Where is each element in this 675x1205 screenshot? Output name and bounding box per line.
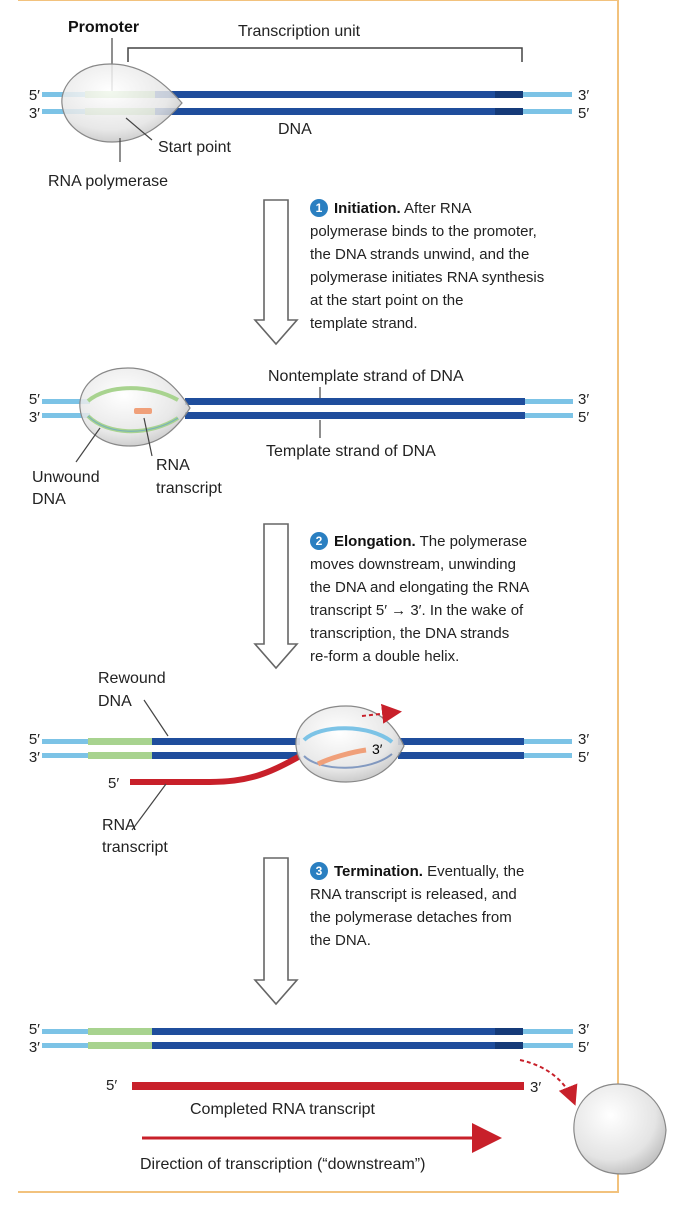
rna-polymerase-1 xyxy=(61,63,183,143)
dna-duplex-3 xyxy=(42,738,572,759)
rna-3-end-3: 3′ xyxy=(372,741,383,757)
end-5-top-left: 5′ xyxy=(29,731,40,748)
end-3-top-right: 3′ xyxy=(578,1021,589,1038)
promoter-label: Promoter xyxy=(68,19,139,36)
rewound-label-1: Rewound xyxy=(98,670,166,687)
rna-polymerase-3 xyxy=(295,705,405,783)
panel-border xyxy=(18,0,619,1193)
stage-1: Promoter Transcription unit 5′ 3′ 3′ 5′ … xyxy=(29,19,589,190)
stage-3: Rewound DNA 5′ 3′ 3′ 5′ 5′ 3′ RNA trans xyxy=(29,670,589,856)
stage-4: 5′ 3′ 3′ 5′ 5′ 3′ Completed RNA transcri… xyxy=(29,1021,667,1175)
stage-2: Nontemplate strand of DNA 5′ 3′ 3′ 5′ Te… xyxy=(29,367,589,508)
transcription-unit-label: Transcription unit xyxy=(238,23,361,40)
dna-duplex-4 xyxy=(42,1028,573,1049)
dna-label: DNA xyxy=(278,121,312,138)
step-text-line: the polymerase detaches from xyxy=(310,909,512,926)
rna-label-3a: RNA xyxy=(102,817,136,834)
step-number-badge: 1 xyxy=(310,199,328,217)
rna-3-end-4: 3′ xyxy=(530,1079,541,1096)
end-5-bottom-right: 5′ xyxy=(578,105,589,122)
step-arrow-3 xyxy=(253,857,299,1006)
completed-rna-label: Completed RNA transcript xyxy=(190,1101,376,1118)
rna-leader-3 xyxy=(131,783,167,831)
step-arrow-1 xyxy=(253,199,299,346)
end-5-top-left: 5′ xyxy=(29,1021,40,1038)
rna-5-end-3: 5′ xyxy=(108,775,119,792)
step-text-line: polymerase initiates RNA synthesis xyxy=(310,269,545,286)
step-text-line: at the start point on the xyxy=(310,292,464,309)
rna-transcript-3 xyxy=(130,753,302,785)
step-elongation: 2 Elongation. The polymerase moves downst… xyxy=(310,530,610,668)
step-text-line: After RNA xyxy=(400,200,472,217)
step-initiation: 1 Initiation. After RNA polymerase binds … xyxy=(310,197,610,335)
end-3-bottom-left: 3′ xyxy=(29,409,40,426)
end-5-bottom-right: 5′ xyxy=(578,749,589,766)
end-3-top-right: 3′ xyxy=(578,87,589,104)
step-text-line: The polymerase xyxy=(415,533,528,550)
step-text-line: re-form a double helix. xyxy=(310,648,460,665)
rna-primer xyxy=(134,408,152,414)
unwound-top-strand xyxy=(86,386,179,403)
rna-polymerase-2 xyxy=(79,367,191,447)
end-3-top-right: 3′ xyxy=(578,731,589,748)
step-text-line: the DNA strands unwind, and the xyxy=(310,246,530,263)
unwound-label-1: Unwound xyxy=(32,469,100,486)
nontemplate-label: Nontemplate strand of DNA xyxy=(268,368,464,385)
release-arrow xyxy=(519,1059,578,1106)
rewound-label-2: DNA xyxy=(98,693,132,710)
unwound-label-2: DNA xyxy=(32,491,66,508)
step-text-line: template strand. xyxy=(310,315,418,332)
step-title: Initiation. xyxy=(334,200,401,217)
step-number-badge: 2 xyxy=(310,532,328,550)
step-text-line: transcript 5′ → 3′. In the wake of xyxy=(310,602,524,619)
direction-arrow-3 xyxy=(361,703,402,724)
rna-5-end-4: 5′ xyxy=(106,1077,117,1094)
transcription-unit-bracket xyxy=(127,47,523,62)
released-polymerase xyxy=(573,1083,667,1175)
rna-leader-2 xyxy=(143,417,153,457)
start-point-label: Start point xyxy=(158,139,231,156)
step-text-line: Eventually, the xyxy=(422,863,525,880)
end-5-bottom-right: 5′ xyxy=(578,1039,589,1056)
rna-hybrid xyxy=(316,747,367,767)
start-point-leader xyxy=(125,117,153,141)
step-termination: 3 Termination. Eventually, the RNA transc… xyxy=(310,860,610,952)
template-strand-overlay xyxy=(87,415,179,432)
step-text-line: polymerase binds to the promoter, xyxy=(310,223,537,240)
rna-polymerase-label: RNA polymerase xyxy=(48,173,168,190)
rna-label-3b: transcript xyxy=(102,839,168,856)
completed-rna-transcript xyxy=(132,1082,524,1090)
step-title: Elongation. xyxy=(334,533,416,550)
unwound-leader xyxy=(75,427,101,463)
end-5-top-left: 5′ xyxy=(29,391,40,408)
end-5-bottom-right: 5′ xyxy=(578,409,589,426)
bubble-top-strand xyxy=(302,726,394,744)
rna-label-2a: RNA xyxy=(156,457,190,474)
bubble-bottom-strand xyxy=(303,753,393,769)
step-text-line: transcription, the DNA strands xyxy=(310,625,510,642)
step-arrow-2 xyxy=(253,523,299,670)
end-3-bottom-left: 3′ xyxy=(29,105,40,122)
rewound-leader xyxy=(143,699,169,737)
end-3-bottom-left: 3′ xyxy=(29,1039,40,1056)
step-text-line: RNA transcript is released, and xyxy=(310,886,517,903)
step-number-badge: 3 xyxy=(310,862,328,880)
template-label: Template strand of DNA xyxy=(266,443,436,460)
direction-label: Direction of transcription (“downstream”… xyxy=(140,1156,425,1173)
step-text-line: the DNA. xyxy=(310,932,371,949)
step-text-line: the DNA and elongating the RNA xyxy=(310,579,530,596)
end-5-top-left: 5′ xyxy=(29,87,40,104)
step-text-line: moves downstream, unwinding xyxy=(310,556,516,573)
end-3-bottom-left: 3′ xyxy=(29,749,40,766)
step-title: Termination. xyxy=(334,863,423,880)
rna-label-2b: transcript xyxy=(156,480,222,497)
dna-duplex-2 xyxy=(42,398,573,419)
end-3-top-right: 3′ xyxy=(578,391,589,408)
